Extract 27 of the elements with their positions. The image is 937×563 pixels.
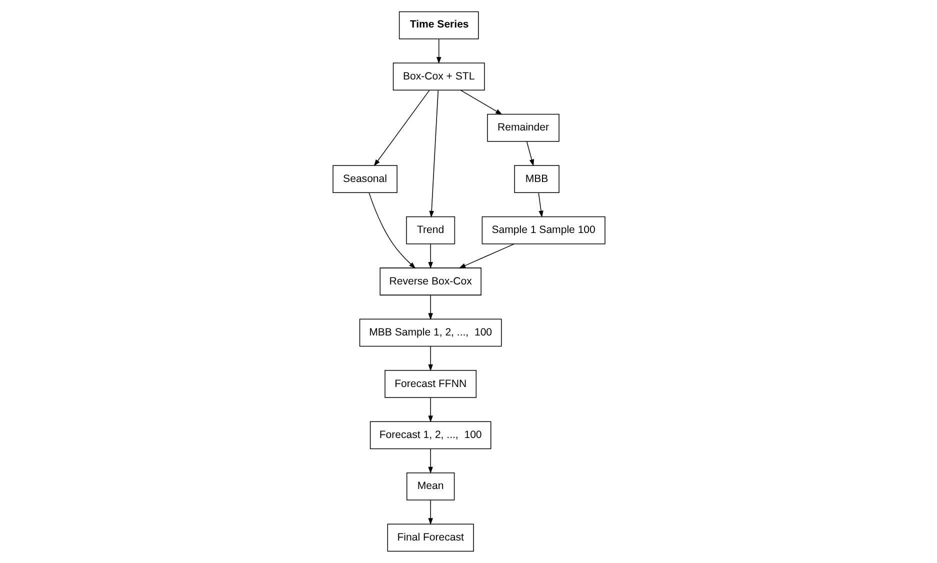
arrow [428,90,438,218]
arrow [538,192,543,218]
arrow [436,38,441,64]
arrow [428,448,432,474]
node-box: Remainder [486,114,559,142]
arrow [526,141,534,166]
node-box: MBB [514,165,559,193]
arrow [428,346,432,372]
arrow [428,244,432,269]
arrow [373,90,430,166]
node-box: Seasonal [332,165,397,193]
node-box: Time Series [398,11,478,40]
node-box: Sample 1 Sample 100 [481,216,605,244]
arrow [460,90,502,115]
node-box: Trend [406,216,455,244]
node-box: Forecast 1, 2, ..., 100 [369,421,491,450]
node-box: Box-Cox + STL [392,62,484,91]
node-box: Mean [406,472,454,500]
node-box: MBB Sample 1, 2, ..., 100 [358,318,502,347]
arrow [458,244,514,268]
arrow [428,294,432,320]
arrow [368,192,416,269]
node-box: Final Forecast [386,524,474,552]
arrow [428,397,432,422]
node-box: Forecast FFNN [384,370,476,398]
node-box: Reverse Box-Cox [379,268,481,296]
arrow [428,500,432,525]
